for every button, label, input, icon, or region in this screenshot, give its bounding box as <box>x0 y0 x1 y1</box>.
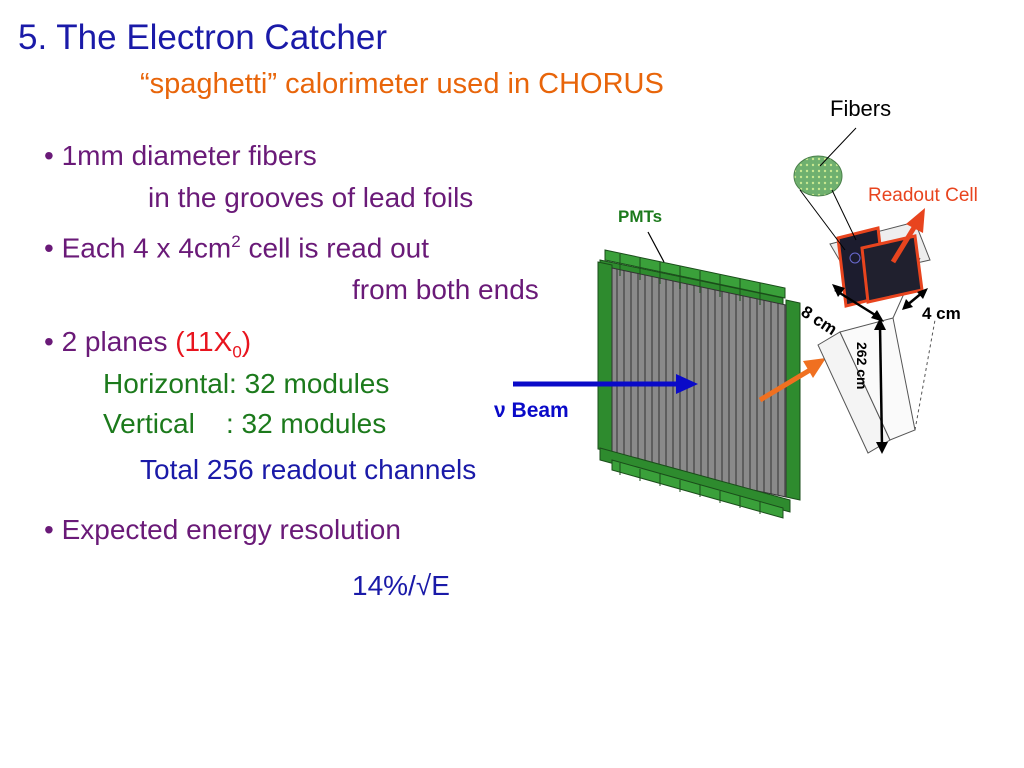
beam-text: Beam <box>511 399 569 422</box>
dim-262cm-label: 262 cm <box>854 342 870 390</box>
dim-4cm-label: 4 cm <box>922 304 961 323</box>
module-plane <box>611 267 787 498</box>
bullet-planes-text: • 2 planes <box>44 326 176 357</box>
bullet-resolution: • Expected energy resolution <box>44 514 401 545</box>
bullet-fibers: • 1mm diameter fibers <box>44 140 317 171</box>
beam-label: ν Beam <box>494 399 569 423</box>
zoom-arrowhead <box>803 358 826 378</box>
pmts-label: PMTs <box>618 207 663 226</box>
bullet-cell: • Each 4 x 4cm2 cell is read out <box>44 232 429 264</box>
zoom-arrow <box>758 367 812 403</box>
readout-arrow <box>890 224 918 264</box>
radiation-length: (11X0) <box>175 326 252 362</box>
slide-title: 5. The Electron Catcher <box>18 18 387 57</box>
dim-262cm-line <box>878 325 884 447</box>
fibers-leader <box>819 127 857 167</box>
beam-arrowhead <box>676 374 698 394</box>
bullet-cell-text-post: cell is read out <box>240 232 430 264</box>
readout-arrowhead <box>906 208 925 233</box>
bullet-cell-line2: from both ends <box>352 274 539 305</box>
readout-cell-label: Readout Cell <box>868 185 978 206</box>
bullet-cell-text: • Each 4 x 4cm <box>44 232 232 264</box>
readout-cell <box>836 226 924 308</box>
pmt-left-column <box>597 261 613 453</box>
slide-subtitle: “spaghetti” calorimeter used in CHORUS <box>140 68 664 100</box>
vertical-modules: Vertical : 32 modules <box>103 408 387 439</box>
fibers-disk <box>793 155 843 197</box>
bullet-fibers-line2: in the grooves of lead foils <box>148 182 474 213</box>
pmt-teeth <box>619 254 761 514</box>
fibers-cone-right <box>831 189 857 241</box>
bullet-cell-superscript: 2 <box>231 232 241 251</box>
horizontal-modules: Horizontal: 32 modules <box>103 368 390 399</box>
resolution-value: 14%/√E <box>352 570 450 601</box>
total-channels: Total 256 readout channels <box>140 454 477 485</box>
dim-8cm-line <box>834 288 881 320</box>
fibers-cone-left <box>799 189 846 251</box>
nu-symbol: ν <box>494 399 506 422</box>
bullet-planes: • 2 planes (11X0) <box>44 326 251 363</box>
fibers-label: Fibers <box>830 96 892 121</box>
pmt-right-column <box>785 299 801 501</box>
pmts-leader <box>647 231 665 263</box>
